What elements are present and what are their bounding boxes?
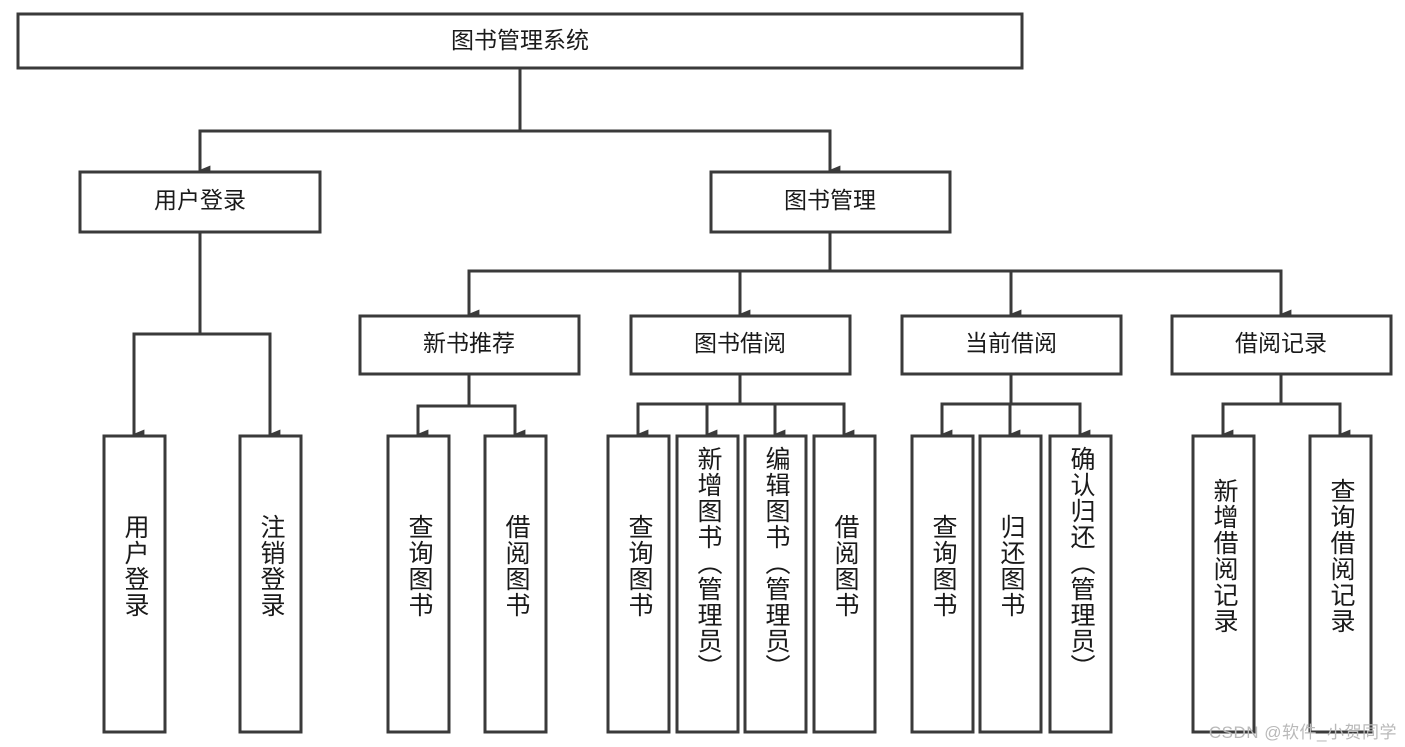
node-leaf-borrow-book-1[interactable] <box>483 434 548 734</box>
node-book-borrow[interactable]: 图书借阅 <box>629 314 852 376</box>
node-leaf-add-record[interactable] <box>1191 434 1256 734</box>
node-user-login-label: 用户登录 <box>154 187 246 213</box>
node-borrow-record-label: 借阅记录 <box>1235 330 1327 356</box>
node-title[interactable]: 图书管理系统 <box>16 12 1024 70</box>
node-title-label: 图书管理系统 <box>451 27 589 53</box>
node-leaf-query-record[interactable] <box>1308 434 1373 734</box>
connector-borrowrecord-to-leaves <box>1221 372 1351 439</box>
node-leaf-user-login[interactable] <box>102 434 167 734</box>
node-borrow-record[interactable]: 借阅记录 <box>1170 314 1393 376</box>
node-leaf-add-book[interactable] <box>675 434 740 734</box>
connector-bookmanage-to-level3 <box>467 230 1292 319</box>
node-leaf-query-book-3[interactable] <box>910 434 975 734</box>
node-book-manage-label: 图书管理 <box>784 187 876 213</box>
node-current-borrow[interactable]: 当前借阅 <box>900 314 1123 376</box>
node-leaf-query-book-1[interactable] <box>386 434 451 734</box>
connector-userlogin-to-leaves <box>132 230 281 439</box>
node-leaf-logout-login[interactable] <box>238 434 303 734</box>
node-leaf-return-book[interactable] <box>978 434 1043 734</box>
node-leaf-query-book-2[interactable] <box>606 434 671 734</box>
connector-root-to-level2 <box>198 66 841 175</box>
connector-currentborrow-to-leaves <box>940 372 1091 439</box>
node-current-borrow-label: 当前借阅 <box>965 330 1057 356</box>
connector-newbook-to-leaves <box>416 372 526 439</box>
node-book-borrow-label: 图书借阅 <box>694 330 786 356</box>
node-leaf-edit-book[interactable] <box>743 434 808 734</box>
node-book-manage[interactable]: 图书管理 <box>709 170 952 234</box>
node-new-book-rec[interactable]: 新书推荐 <box>358 314 581 376</box>
connector-bookborrow-to-leaves <box>636 372 855 439</box>
node-user-login[interactable]: 用户登录 <box>78 170 322 234</box>
csdn-watermark: CSDN @软件_小贺同学 <box>1208 723 1397 742</box>
node-leaf-confirm-return[interactable] <box>1048 434 1113 734</box>
node-leaf-borrow-book-2[interactable] <box>812 434 877 734</box>
node-new-book-rec-label: 新书推荐 <box>423 330 515 356</box>
